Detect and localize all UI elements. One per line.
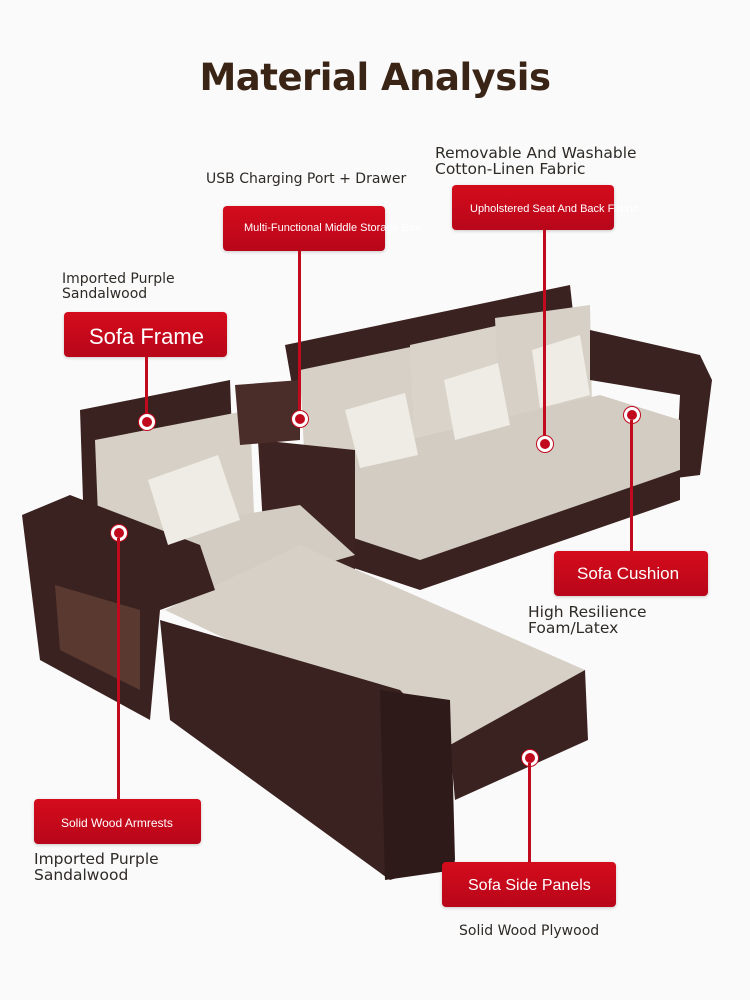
frame-caption: Imported Purple Sandalwood bbox=[62, 272, 175, 301]
armrests-leader-line bbox=[117, 538, 120, 799]
armrests-label: Solid Wood Armrests bbox=[61, 816, 173, 830]
page-title: Material Analysis bbox=[199, 56, 551, 99]
storage-label-box: Multi-Functional Middle Storage Box bbox=[223, 206, 421, 251]
cushion-caption-line1: High Resilience bbox=[528, 603, 647, 621]
fabric-marker-dot bbox=[537, 436, 553, 452]
side-panels-leader-line bbox=[528, 763, 531, 862]
storage-label: Multi-Functional Middle Storage Box bbox=[244, 222, 421, 234]
side-panels-label-box: Sofa Side Panels bbox=[442, 862, 616, 907]
armrests-caption-line2: Sandalwood bbox=[34, 866, 129, 885]
frame-label: Sofa Frame bbox=[89, 324, 204, 349]
cushion-caption: High Resilience Foam/Latex bbox=[528, 604, 647, 637]
storage-caption: USB Charging Port + Drawer bbox=[206, 171, 407, 187]
fabric-label-box: Upholstered Seat And Back Fabric bbox=[452, 185, 638, 230]
frame-leader-line bbox=[145, 357, 148, 419]
side-panels-label: Sofa Side Panels bbox=[468, 877, 591, 894]
armrests-caption: Imported Purple Sandalwood bbox=[34, 851, 159, 884]
fabric-caption-line1: Removable And Washable bbox=[435, 144, 637, 162]
frame-caption-line2: Sandalwood bbox=[62, 285, 148, 302]
fabric-caption-line2: Cotton-Linen Fabric bbox=[435, 160, 586, 179]
fabric-caption: Removable And Washable Cotton-Linen Fabr… bbox=[435, 145, 637, 178]
armrests-label-box: Solid Wood Armrests bbox=[34, 799, 201, 844]
storage-marker-dot bbox=[292, 411, 308, 427]
cushion-label: Sofa Cushion bbox=[577, 564, 680, 583]
fabric-label: Upholstered Seat And Back Fabric bbox=[470, 203, 639, 215]
frame-caption-line1: Imported Purple bbox=[62, 271, 175, 287]
cushion-caption-line2: Foam/Latex bbox=[528, 619, 619, 638]
frame-label-box: Sofa Frame bbox=[64, 312, 227, 357]
fabric-leader-line bbox=[543, 230, 546, 440]
armrests-caption-line1: Imported Purple bbox=[34, 850, 159, 868]
cushion-leader-line bbox=[630, 420, 633, 551]
storage-leader-line bbox=[298, 251, 301, 416]
frame-marker-dot bbox=[139, 414, 155, 430]
cushion-label-box: Sofa Cushion bbox=[554, 551, 708, 596]
side-panels-caption: Solid Wood Plywood bbox=[459, 923, 600, 939]
